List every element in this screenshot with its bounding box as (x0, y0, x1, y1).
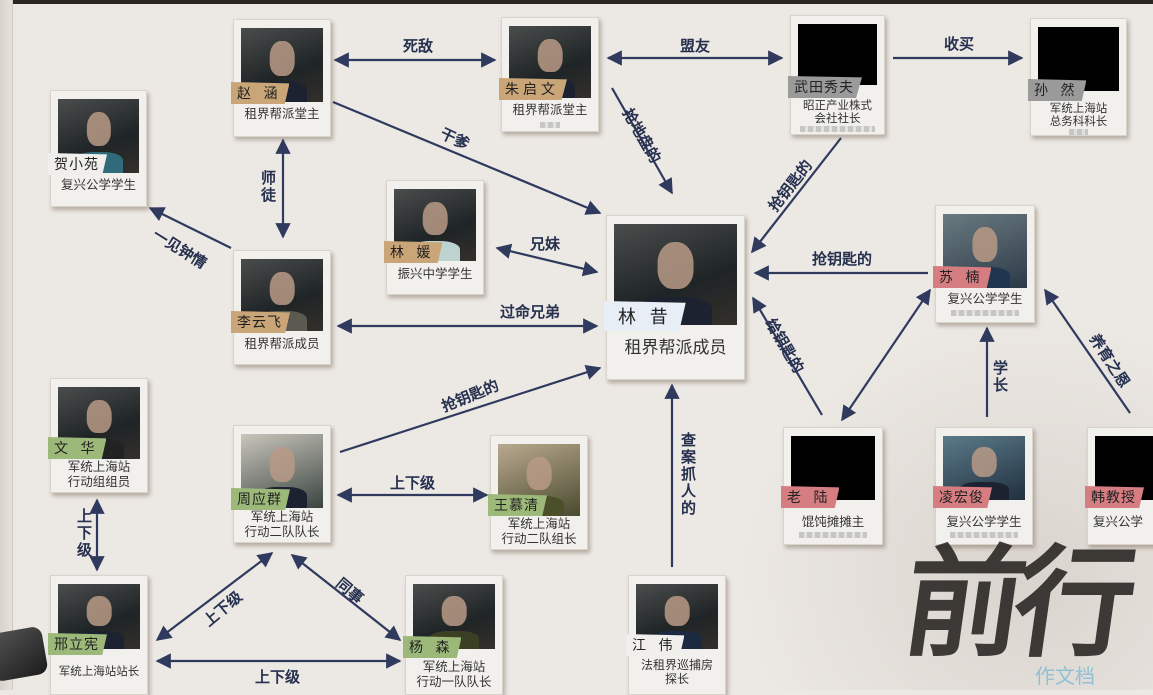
blurred-text (950, 310, 1020, 316)
name-tag: 苏 楠 (933, 266, 992, 288)
role-text: 租界帮派成员 (624, 338, 727, 358)
name-tag: 朱启文 (499, 78, 567, 100)
page-edge (0, 0, 13, 690)
role-text: 军统上海站 (422, 659, 486, 674)
relation-label: 死敌 (403, 37, 434, 55)
relation-label: 师徒 (259, 170, 277, 204)
name-tag: 贺小苑 (48, 153, 107, 175)
role-text: 昭正产业株式 (803, 98, 872, 112)
character-card-jiangwei[interactable]: 江 伟 法租界巡捕房 探长 (626, 575, 726, 695)
blurred-text (540, 122, 560, 128)
relation-label: 抢钥匙的 (812, 250, 873, 268)
character-card-wenhua[interactable]: 文 华 军统上海站 行动组组员 (48, 378, 148, 493)
character-card-zhaohan[interactable]: 赵 涵 租界帮派堂主 (231, 19, 331, 137)
character-card-sunan[interactable]: 苏 楠 复兴公学学生 (933, 205, 1035, 323)
name-tag: 武田秀夫 (788, 76, 862, 98)
character-card-linxi[interactable]: 林 昔 租界帮派成员 (604, 215, 745, 380)
arrow-qiangyaoshi-wutian (751, 137, 842, 254)
role-text: 行动二队组长 (501, 531, 577, 546)
relation-label: 过命兄弟 (500, 303, 561, 321)
arrow-xiongmei (495, 243, 599, 277)
character-card-liyunfei[interactable]: 李云飞 租界帮派成员 (231, 250, 331, 365)
character-card-zhouyingqun[interactable]: 周应群 军统上海站 行动二队队长 (231, 425, 331, 543)
character-card-yangsen[interactable]: 杨 森 军统上海站 行动一队队长 (403, 575, 503, 695)
top-edge (0, 0, 1153, 4)
arrow-sunan-laolu (841, 288, 931, 422)
relation-label: 上下级 (255, 668, 301, 686)
blurred-text (1069, 129, 1088, 135)
role-text: 探长 (664, 672, 689, 686)
role-text: 复兴公学学生 (60, 177, 136, 192)
relation-label: 收买 (944, 35, 975, 53)
character-card-linyuan[interactable]: 林 媛 振兴中学学生 (384, 180, 484, 295)
blurred-text (798, 532, 868, 538)
character-card-laolu[interactable]: 老 陆 馄饨摊摊主 (781, 427, 883, 545)
arrow-shangxiaji-xz (155, 552, 274, 641)
name-tag: 林 昔 (604, 301, 686, 331)
relation-label: 上下级 (75, 508, 93, 559)
arrow-qiangdipan (611, 87, 673, 195)
drama-title-logo: 前行 (895, 533, 1135, 674)
relation-label: 盟友 (680, 37, 711, 55)
arrow-gandie (332, 100, 602, 215)
character-card-sunran[interactable]: 孙 然 军统上海站 总务科科长 (1028, 18, 1127, 136)
name-tag: 文 华 (48, 437, 107, 459)
portrait-photo (636, 584, 718, 649)
role-text: 复兴公学 (1093, 514, 1144, 529)
role-text: 复兴公学学生 (946, 514, 1022, 529)
role-text: 军统上海站 (67, 459, 131, 474)
role-text: 军统上海站 (1049, 101, 1108, 115)
name-tag: 林 媛 (384, 241, 443, 263)
relation-label: 兄妹 (530, 235, 561, 253)
name-tag: 李云飞 (231, 311, 290, 333)
name-tag: 周应群 (231, 488, 290, 510)
arrow-tongshi (290, 554, 402, 641)
role-text: 总务科科长 (1049, 114, 1108, 128)
name-tag: 孙 然 (1028, 79, 1087, 101)
name-tag: 老 陆 (781, 486, 840, 508)
watermark: 作文档 (1035, 664, 1095, 688)
role-text: 振兴中学学生 (397, 266, 473, 281)
role-text: 馄饨摊摊主 (801, 514, 865, 529)
role-text: 行动一队队长 (416, 674, 492, 689)
role-text: 会社社长 (814, 111, 861, 125)
relation-label: 上下级 (390, 474, 436, 492)
character-card-zhuqiwen[interactable]: 朱启文 租界帮派堂主 (499, 17, 599, 132)
name-tag: 江 伟 (626, 634, 685, 656)
character-card-hanjiaoshou[interactable]: 韩教授 复兴公学 (1085, 427, 1153, 545)
name-tag: 赵 涵 (231, 82, 290, 104)
character-card-wutian[interactable]: 武田秀夫 昭正产业株式 会社社长 (788, 15, 885, 135)
role-text: 行动组组员 (67, 474, 131, 489)
name-tag: 杨 森 (403, 636, 462, 658)
role-text: 租界帮派成员 (244, 336, 320, 351)
name-tag: 王慕清 (488, 494, 547, 516)
role-text: 法租界巡捕房 (640, 658, 713, 672)
arrow-geiyaoshi (752, 296, 823, 416)
role-text: 军统上海站站长 (58, 664, 140, 678)
blurred-text (800, 126, 875, 132)
arrow-qiangyaoshi-zhou (339, 364, 602, 454)
relation-label: 学长 (991, 360, 1009, 394)
character-card-wangmuqing[interactable]: 王慕清 军统上海站 行动二队组长 (488, 435, 588, 550)
character-card-hexiaowan[interactable]: 贺小苑 复兴公学学生 (48, 90, 147, 207)
name-tag: 邢立宪 (48, 633, 107, 655)
blurred-text (950, 532, 1018, 538)
role-text: 行动二队队长 (244, 524, 320, 539)
role-text: 复兴公学学生 (947, 291, 1023, 306)
role-text: 军统上海站 (250, 509, 314, 524)
character-card-linghongjun[interactable]: 凌宏俊 复兴公学学生 (933, 427, 1033, 545)
character-card-xinglixian[interactable]: 邢立宪 军统上海站站长 (48, 575, 148, 695)
name-tag: 凌宏俊 (933, 486, 992, 508)
portrait-photo (798, 24, 877, 86)
role-text: 租界帮派堂主 (512, 102, 588, 117)
relation-label: 查案抓人的 (679, 432, 697, 517)
role-text: 租界帮派堂主 (244, 106, 320, 121)
arrow-yijianzhongqing (148, 207, 232, 249)
arrow-yangyuzhien (1044, 288, 1131, 414)
name-tag: 韩教授 (1085, 486, 1144, 508)
role-text: 军统上海站 (507, 516, 571, 531)
